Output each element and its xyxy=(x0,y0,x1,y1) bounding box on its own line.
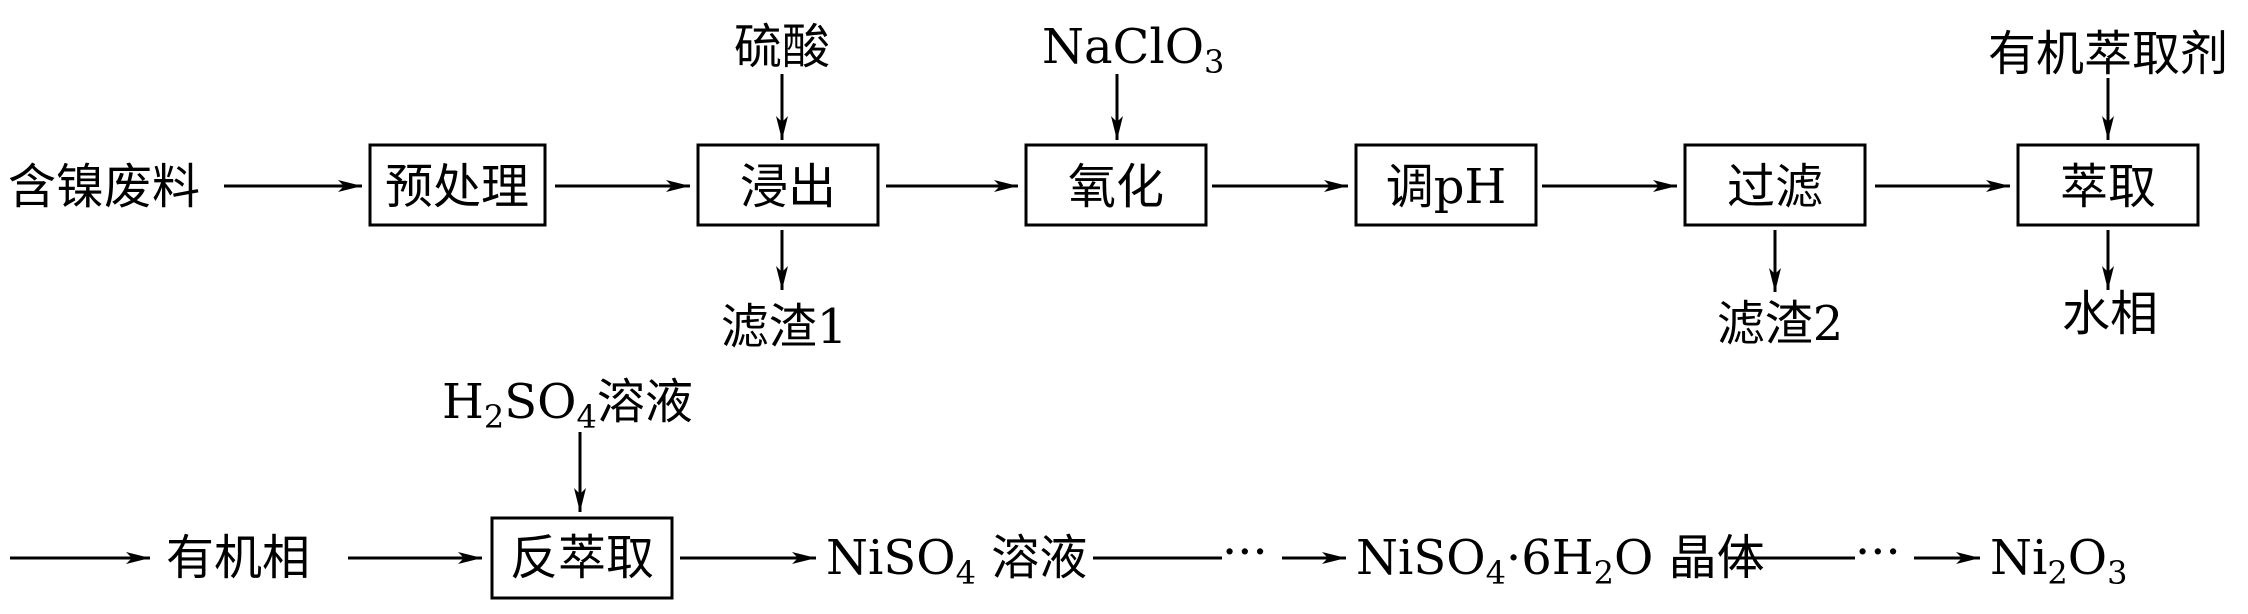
step-filter-label: 过滤 xyxy=(1727,159,1823,215)
step-extract-label: 萃取 xyxy=(2060,159,2156,215)
step-oxidize: 氧化 xyxy=(1024,143,1208,227)
start-material-label: 含镍废料 xyxy=(8,159,200,215)
step-back-extract-label: 反萃取 xyxy=(510,530,654,586)
niso4-hydrate-crystal-label: NiSO4·6H2O 晶体 xyxy=(1356,530,1765,592)
input-h2so4-solution-label: H2SO4溶液 xyxy=(442,374,693,436)
residue2-label: 滤渣2 xyxy=(1717,296,1844,352)
organic-phase-label: 有机相 xyxy=(166,530,310,586)
input-naclo3-label: NaClO3 xyxy=(1042,19,1224,81)
step-pretreat-label: 预处理 xyxy=(385,159,529,215)
step-extract: 萃取 xyxy=(2016,143,2200,227)
ellipsis-1: ··· xyxy=(1222,524,1268,580)
aqueous-phase-label: 水相 xyxy=(2062,286,2158,342)
ellipsis-2: ··· xyxy=(1855,524,1901,580)
niso4-solution-label: NiSO4 溶液 xyxy=(826,530,1087,592)
ni2o3-product-label: Ni2O3 xyxy=(1990,530,2127,592)
step-pretreat: 预处理 xyxy=(368,143,547,227)
step-back-extract: 反萃取 xyxy=(490,516,674,600)
input-sulfuric-acid-label: 硫酸 xyxy=(734,19,830,75)
step-adjust-ph: 调pH xyxy=(1354,143,1538,227)
step-oxidize-label: 氧化 xyxy=(1068,159,1164,215)
step-leach: 浸出 xyxy=(696,143,880,227)
step-leach-label: 浸出 xyxy=(740,159,836,215)
input-extractant-label: 有机萃取剂 xyxy=(1988,26,2228,82)
residue1-label: 滤渣1 xyxy=(721,299,848,355)
step-filter: 过滤 xyxy=(1683,143,1867,227)
step-adjust-ph-label: 调pH xyxy=(1386,159,1507,215)
